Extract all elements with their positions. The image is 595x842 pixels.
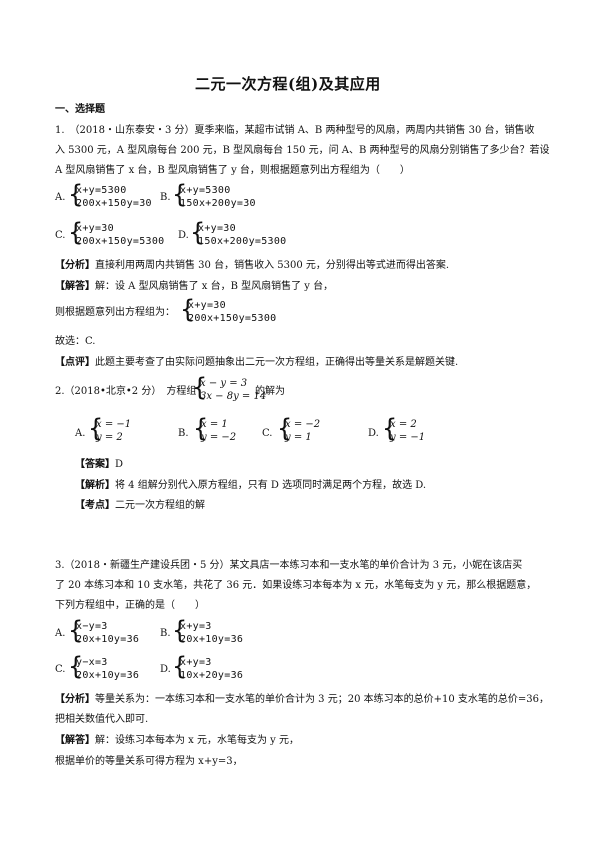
tag: 【解答】 bbox=[55, 735, 95, 746]
section-heading: 一、选择题 bbox=[55, 104, 105, 115]
brace-icon: { bbox=[382, 413, 398, 443]
equation: x+y=3 bbox=[180, 621, 212, 632]
brace-icon: { bbox=[193, 413, 209, 443]
q3-option-a-label: A. bbox=[55, 628, 66, 639]
tag: 【答案】 bbox=[75, 459, 115, 470]
q3-option-b-label: B. bbox=[160, 628, 171, 639]
q1-comment: 【点评】此题主要考查了由实际问题抽象出二元一次方程组，正确得出等量关系是解题关键… bbox=[55, 357, 458, 368]
q1-solution-dot: . bbox=[273, 312, 277, 323]
brace-icon: { bbox=[172, 615, 188, 645]
brace-icon: { bbox=[68, 179, 84, 209]
equation: y = 1 bbox=[285, 432, 312, 443]
tag: 【解析】 bbox=[75, 480, 115, 491]
equation: 20x+10y=36 bbox=[180, 634, 244, 645]
equation: x+y=5300 bbox=[180, 185, 231, 196]
equation: x+y=30 bbox=[188, 300, 226, 311]
tag: 【分析】 bbox=[55, 260, 95, 271]
brace-icon: { bbox=[190, 217, 206, 247]
text: D bbox=[115, 459, 124, 470]
equation: y−x=3 bbox=[76, 657, 108, 668]
equation: x − y = 3 bbox=[200, 378, 248, 389]
q3-option-c-label: C. bbox=[55, 664, 66, 675]
brace-icon: { bbox=[180, 294, 196, 324]
q3-last-line: 根据单价的等量关系可得方程为 x+y=3， bbox=[55, 756, 243, 767]
q3-answer: 【解答】解：设练习本每本为 x 元，水笔每支为 y 元， bbox=[55, 735, 299, 746]
q2-option-a-label: A. bbox=[75, 428, 86, 439]
q1-option-a-label: A. bbox=[55, 192, 66, 203]
text: 解：设 A 型风扇销售了 x 台，B 型风扇销售了 y 台， bbox=[95, 281, 334, 292]
brace-icon: { bbox=[172, 651, 188, 681]
q3-analysis-line2: 把相关数值代入即可. bbox=[55, 714, 149, 725]
q1-choose: 故选：C. bbox=[55, 336, 96, 347]
equation: y = −2 bbox=[201, 432, 237, 443]
q2-answer: 【答案】D bbox=[75, 459, 123, 470]
q1-answer: 【解答】解：设 A 型风扇销售了 x 台，B 型风扇销售了 y 台， bbox=[55, 281, 333, 292]
equation: 10x+20y=36 bbox=[180, 670, 244, 681]
equation: y = 2 bbox=[96, 432, 123, 443]
brace-icon: { bbox=[88, 413, 104, 443]
brace-icon: { bbox=[68, 615, 84, 645]
tag: 【考点】 bbox=[75, 500, 115, 511]
equation: y = −1 bbox=[390, 432, 426, 443]
text: 将 4 组解分别代入原方程组，只有 D 选项同时满足两个方程，故选 D. bbox=[115, 480, 427, 491]
brace-icon: { bbox=[68, 217, 84, 247]
page-title: 二元一次方程(组)及其应用 bbox=[195, 75, 381, 93]
text: 解：设练习本每本为 x 元，水笔每支为 y 元， bbox=[95, 735, 300, 746]
equation: x+y=30 bbox=[198, 223, 236, 234]
q2-suffix: 的解为 bbox=[255, 386, 285, 397]
q1-then: 则根据题意列出方程组为： bbox=[55, 307, 175, 318]
text: 二元一次方程组的解 bbox=[115, 500, 205, 511]
q1-text-line3: A 型风扇销售了 x 台，B 型风扇销售了 y 台，则根据题意列出方程组为（ ） bbox=[55, 165, 410, 176]
equation: x+y=3 bbox=[180, 657, 212, 668]
equation: x = 2 bbox=[390, 419, 417, 430]
equation: 20x+10y=36 bbox=[76, 670, 140, 681]
equation: x+y=5300 bbox=[76, 185, 127, 196]
equation: x = −2 bbox=[285, 419, 321, 430]
q3-text-line1: 3.（2018・新疆生产建设兵团・5 分）某文具店一本练习本和一支水笔的单价合计… bbox=[55, 560, 523, 571]
tag: 【分析】 bbox=[55, 694, 95, 705]
equation: 150x+200y=5300 bbox=[198, 236, 287, 247]
tag: 【解答】 bbox=[55, 281, 95, 292]
q2-prefix: 2.（2018•北京•2 分） 方程组 bbox=[55, 386, 197, 397]
q3-text-line2: 了 20 本练习本和 10 支水笔，共花了 36 元．如果设练习本每本为 x 元… bbox=[55, 580, 537, 591]
equation: 20x+10y=36 bbox=[76, 634, 140, 645]
q1-text-line1: 1. （2018・山东泰安・3 分）夏季来临，某超市试销 A、B 两种型号的风扇… bbox=[55, 125, 535, 136]
q1-text-line2: 入 5300 元，A 型风扇每台 200 元，B 型风扇每台 150 元，问 A… bbox=[55, 145, 550, 156]
q2-option-c-label: C. bbox=[262, 428, 273, 439]
q3-analysis: 【分析】等量关系为：一本练习本和一支水笔的单价合计为 3 元；20 本练习本的总… bbox=[55, 694, 549, 705]
equation: x = 1 bbox=[201, 419, 228, 430]
q1-option-d-label: D. bbox=[178, 230, 189, 241]
equation: 3x − 8y = 14 bbox=[200, 391, 267, 402]
brace-icon: { bbox=[172, 179, 188, 209]
equation: 200x+150y=5300 bbox=[188, 313, 277, 324]
text: 直接利用两周内共销售 30 台，销售收入 5300 元，分别得出等式进而得出答案… bbox=[95, 260, 450, 271]
equation: 200x+150y=5300 bbox=[76, 236, 165, 247]
q1-option-c-label: C. bbox=[55, 230, 66, 241]
q2-option-b-label: B. bbox=[178, 428, 189, 439]
q2-point: 【考点】二元一次方程组的解 bbox=[75, 500, 205, 511]
brace-icon: { bbox=[277, 413, 293, 443]
text: 等量关系为：一本练习本和一支水笔的单价合计为 3 元；20 本练习本的总价+10… bbox=[95, 694, 550, 705]
q1-analysis: 【分析】直接利用两周内共销售 30 台，销售收入 5300 元，分别得出等式进而… bbox=[55, 260, 449, 271]
q2-explain: 【解析】将 4 组解分别代入原方程组，只有 D 选项同时满足两个方程，故选 D. bbox=[75, 480, 426, 491]
brace-icon: { bbox=[192, 372, 208, 402]
equation: x+y=30 bbox=[76, 223, 114, 234]
equation: 150x+200y=30 bbox=[180, 198, 256, 209]
text: 此题主要考查了由实际问题抽象出二元一次方程组，正确得出等量关系是解题关键. bbox=[95, 357, 459, 368]
q1-option-b-label: B. bbox=[160, 192, 171, 203]
q3-text-line3: 下列方程组中，正确的是（ ） bbox=[55, 600, 205, 611]
brace-icon: { bbox=[68, 651, 84, 681]
equation: x−y=3 bbox=[76, 621, 108, 632]
equation: x = −1 bbox=[96, 419, 132, 430]
equation: 200x+150y=30 bbox=[76, 198, 152, 209]
tag: 【点评】 bbox=[55, 357, 95, 368]
q3-option-d-label: D. bbox=[160, 664, 171, 675]
q2-option-d-label: D. bbox=[368, 428, 379, 439]
